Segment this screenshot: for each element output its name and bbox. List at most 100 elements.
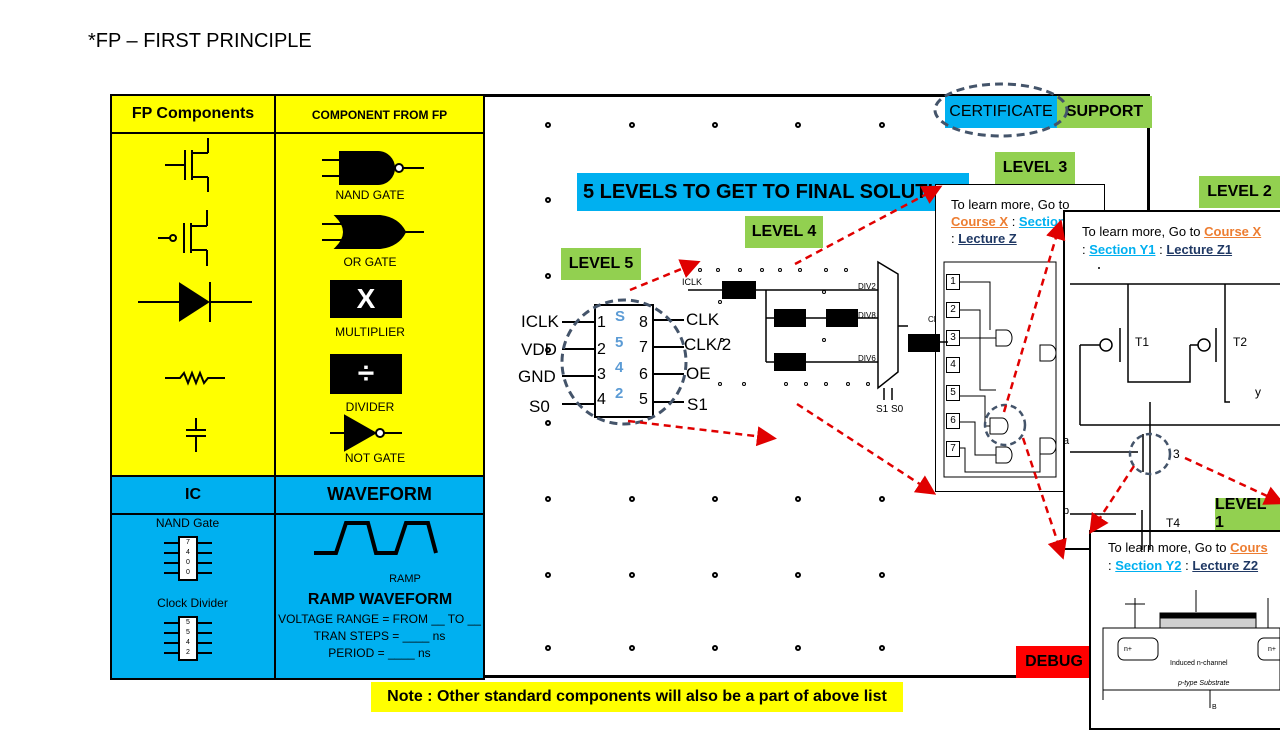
level2-intro: To learn more, Go to — [1082, 224, 1201, 239]
ramp-small-label: RAMP — [389, 573, 421, 585]
grid-dot — [716, 268, 720, 272]
grid-dot — [545, 420, 551, 426]
level3-sep: : — [951, 231, 959, 246]
fp-components-label: FP Components — [131, 105, 255, 122]
grid-dot — [824, 268, 828, 272]
multiplier-label: MULTIPLIER — [335, 325, 405, 339]
level3-pin-box: 7 — [946, 440, 960, 457]
level3-pin-box: 5 — [946, 385, 960, 402]
grid-dot — [846, 382, 850, 386]
level1-section-link[interactable]: Section Y2 — [1115, 558, 1182, 573]
grid-dot — [629, 645, 635, 651]
footer-note: Note : Other standard components will al… — [371, 682, 903, 712]
divider-icon: ÷ — [330, 354, 402, 394]
level3-pin-box: 4 — [946, 357, 960, 374]
chip-pin-gnd: GND — [518, 367, 556, 386]
level3-pin-box: 2 — [946, 301, 960, 318]
grid-dot — [545, 197, 551, 203]
page-title: *FP – FIRST PRINCIPLE — [88, 30, 312, 52]
support-badge[interactable]: SUPPORT — [1057, 96, 1152, 128]
chip-pin-clk2: CLK/2 — [684, 335, 732, 354]
grid-dot — [738, 268, 742, 272]
ramp-waveform-icon — [314, 521, 438, 555]
chip-pin-s1: S1 — [687, 395, 708, 414]
divider-label: DIVIDER — [345, 400, 395, 414]
level2-section-link[interactable]: Section Y1 — [1089, 242, 1156, 257]
levels-banner: 5 LEVELS TO GET TO FINAL SOLUTION — [577, 173, 969, 211]
level5-highlight-circle — [560, 298, 688, 426]
tran-steps-text: TRAN STEPS = ____ ns — [313, 629, 446, 643]
nand-ic-digit: 0 — [186, 559, 190, 566]
grid-dot — [784, 382, 788, 386]
grid-dot — [545, 273, 551, 279]
divider-ic-digit: 4 — [186, 639, 190, 646]
a-label: a — [1063, 435, 1070, 447]
grid-dot — [824, 382, 828, 386]
grid-dot — [742, 382, 746, 386]
chip-num: 6 — [639, 366, 648, 383]
ramp-title: RAMP WAVEFORM — [307, 591, 453, 608]
certificate-highlight-ellipse — [935, 84, 1067, 136]
divider-blocks — [722, 281, 940, 371]
schematic-cl-label: CL — [928, 315, 939, 324]
waveform-cell — [274, 513, 485, 680]
b-terminal-label: B — [1212, 704, 1217, 711]
divider-ic-digit: 2 — [186, 649, 190, 656]
chip-num: 8 — [639, 314, 648, 331]
grid-dot — [629, 496, 635, 502]
chip-pin-clk: CLK — [686, 310, 720, 329]
schematic-sel-label: S1 S0 — [876, 404, 904, 415]
cmos-schematic — [1070, 267, 1280, 550]
level3-lecture-link[interactable]: Lecture Z — [958, 231, 1017, 246]
grid-dot — [879, 572, 885, 578]
chip-pin-vdd: VDD — [521, 340, 557, 359]
level2-lecture-link[interactable]: Lecture Z1 — [1166, 242, 1233, 257]
grid-dot — [795, 122, 801, 128]
grid-dot — [545, 347, 551, 353]
level1-badge: LEVEL 1 — [1215, 496, 1280, 531]
chip-pin-iclk: ICLK — [521, 312, 559, 331]
level3-pin-box: 3 — [946, 329, 960, 346]
induced-channel-label: Induced n-channel — [1170, 660, 1228, 667]
np2-label: n+ — [1268, 646, 1276, 653]
schematic-iclk-label: ICLK — [682, 277, 703, 287]
grid-dot — [822, 338, 826, 342]
or-gate-icon — [322, 215, 424, 249]
nand-ic-label: NAND Gate — [155, 516, 220, 530]
nand-gate-icon — [322, 151, 424, 185]
chip-num: 5 — [639, 391, 648, 408]
level5-badge: LEVEL 5 — [561, 248, 641, 280]
t3-label: 3 — [1173, 447, 1180, 461]
pmos-icon — [158, 210, 208, 266]
chip-pin-oe: OE — [686, 364, 711, 383]
grid-dot — [879, 645, 885, 651]
schematic-div6-label: DIV6 — [858, 354, 876, 363]
nmos-icon — [165, 138, 209, 192]
grid-dot — [712, 572, 718, 578]
schematic-div8-label: DIV8 — [858, 311, 876, 320]
chip-pin-s0: S0 — [529, 397, 550, 416]
nand-ic-schematic — [943, 261, 1057, 478]
grid-dot — [804, 382, 808, 386]
debug-badge[interactable]: DEBUG — [1016, 646, 1092, 678]
t4-label: T4 — [1166, 516, 1181, 530]
diode-icon — [138, 282, 252, 322]
chip-center-char: 5 — [615, 334, 624, 351]
level1-lecture-link[interactable]: Lecture Z2 — [1192, 558, 1259, 573]
level1-course-link[interactable]: Cours — [1230, 540, 1268, 555]
grid-dot — [795, 572, 801, 578]
grid-dot — [720, 338, 724, 342]
level2-course-link[interactable]: Course X — [1204, 224, 1262, 239]
divider-ic-chip: 5 5 4 2 — [178, 616, 198, 661]
waveform-label: WAVEFORM — [327, 484, 432, 504]
level1-panel: To learn more, Go to Cours : Section Y2 … — [1089, 530, 1280, 730]
level3-course-link[interactable]: Course X — [951, 214, 1009, 229]
nand-ic-digit: 0 — [186, 569, 190, 576]
chip-num: 7 — [639, 339, 648, 356]
nand-ic-digit: 4 — [186, 549, 190, 556]
certificate-badge[interactable]: CERTIFICATE — [945, 96, 1057, 128]
or-gate-label: OR GATE — [343, 255, 397, 269]
grid-dot — [545, 645, 551, 651]
